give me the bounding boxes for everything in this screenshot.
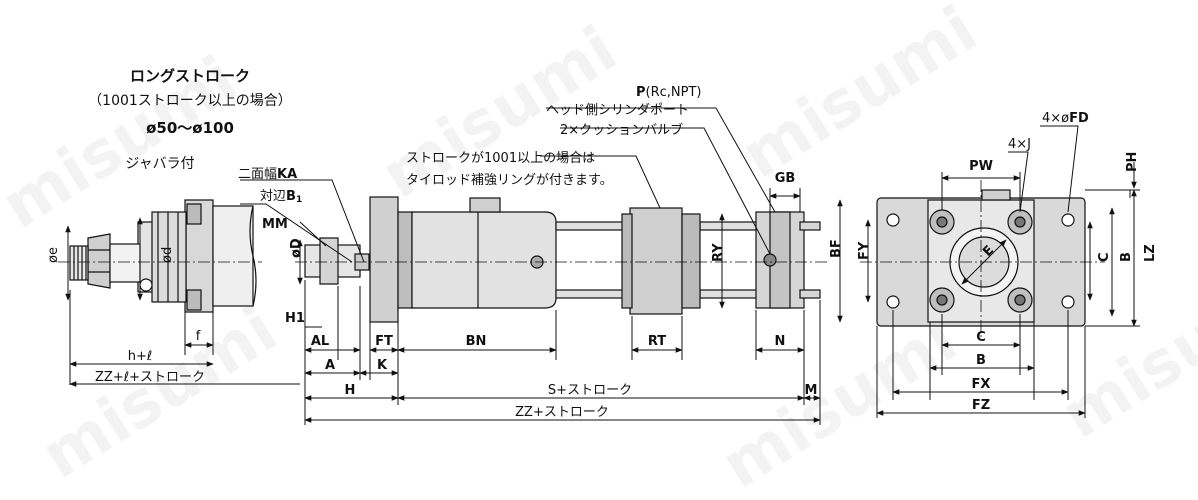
bore-range: ø50～ø100	[146, 119, 234, 137]
holes-fd-prefix: 4×ø	[1042, 111, 1069, 126]
cushion-label: 2×クッションバルブ	[560, 122, 683, 138]
dim-k: K	[377, 358, 388, 373]
across-flats-prefix: 二面幅	[238, 167, 277, 182]
dim-hl: h+ℓ	[128, 349, 153, 364]
dim-h: H	[345, 383, 356, 398]
width-sub: 1	[296, 195, 302, 205]
dim-a: A	[325, 358, 335, 373]
dim-ry: RY	[711, 243, 726, 262]
watermark: misumi	[729, 0, 989, 194]
callouts: P(Rc,NPT) ヘッド側シリンダポート 2×クッションバルブ ストロークが1…	[238, 85, 1089, 205]
subtitle: （1001ストローク以上の場合）	[88, 93, 292, 109]
width-prefix: 対辺	[260, 189, 286, 204]
dim-c-bottom: C	[976, 330, 986, 345]
port-types: (Rc,NPT)	[646, 85, 702, 100]
width-label: 対辺B1	[260, 189, 302, 205]
head-port-label: ヘッド側シリンダポート	[546, 103, 689, 118]
port-code: P	[636, 85, 646, 100]
holes-fd-label: 4×øFD	[1042, 111, 1089, 126]
bellows-dimensions	[65, 217, 300, 387]
title: ロングストローク	[130, 67, 250, 85]
dim-fz: FZ	[972, 398, 990, 413]
dim-bf: BF	[829, 239, 844, 258]
dim-rt: RT	[648, 334, 666, 349]
port-callout: P(Rc,NPT)	[636, 85, 702, 100]
width-code: B	[286, 189, 296, 204]
cylinder-body	[295, 196, 828, 323]
dim-b-bottom: B	[976, 353, 986, 368]
holes-fd-code: FD	[1069, 111, 1089, 126]
dim-c-right: C	[1097, 252, 1112, 262]
tierod-note-1: ストロークが1001以上の場合は	[406, 151, 595, 166]
dim-lz: LZ	[1143, 244, 1158, 262]
watermark: misumi	[29, 293, 289, 494]
dim-pw: PW	[969, 159, 993, 174]
dim-D: øD	[289, 238, 304, 258]
dim-zz-l: ZZ+ℓ+ストローク	[95, 370, 205, 385]
dim-ph: PH	[1125, 152, 1140, 172]
watermark: misumi	[709, 303, 969, 500]
across-flats-label: 二面幅KA	[238, 167, 297, 182]
across-flats-code: KA	[277, 167, 297, 182]
dim-ft: FT	[375, 334, 393, 349]
dim-al: AL	[311, 334, 329, 349]
dim-e: øe	[46, 247, 61, 263]
dim-s: S+ストローク	[548, 383, 632, 398]
header: ロングストローク （1001ストローク以上の場合） ø50～ø100 ジャバラ付	[88, 67, 292, 172]
dim-h1: H1	[285, 311, 305, 326]
bellows-detail	[58, 199, 262, 313]
dim-f: f	[196, 329, 201, 344]
dim-m: M	[805, 383, 818, 398]
front-view-dimensions	[865, 125, 1140, 418]
dim-n: N	[775, 334, 786, 349]
dim-bn: BN	[466, 334, 487, 349]
dim-fy: FY	[857, 241, 872, 260]
main-dimension-lines	[240, 107, 843, 425]
dim-mm: MM	[262, 217, 288, 232]
bellows-label: ジャバラ付	[125, 156, 194, 172]
dim-b-right: B	[1119, 252, 1134, 262]
holes-j-label: 4×J	[1008, 137, 1031, 152]
tierod-note-2: タイロッド補強リングが付きます。	[406, 173, 613, 188]
dim-zz: ZZ+ストローク	[515, 405, 609, 420]
dim-gb: GB	[775, 171, 796, 186]
dim-d: ød	[160, 247, 175, 263]
dim-fx: FX	[972, 377, 991, 392]
